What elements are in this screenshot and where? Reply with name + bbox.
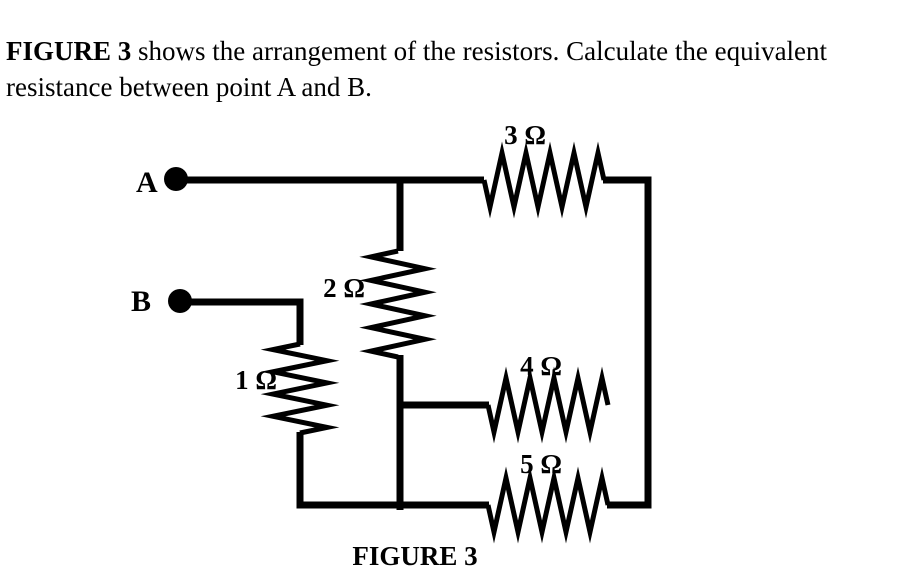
resistor-2ohm-label: 2 Ω (323, 273, 365, 303)
terminal-a-label: A (136, 166, 158, 199)
wire-right-loop (603, 176, 652, 509)
resistor-1ohm (260, 341, 340, 436)
terminal-b-label: B (131, 285, 151, 318)
wire-left-bottom (296, 432, 489, 509)
figure-caption: FIGURE 3 (352, 541, 477, 571)
resistor-5ohm (485, 466, 611, 544)
wire-b-line (180, 298, 304, 345)
resistor-4ohm (485, 366, 611, 444)
resistor-5ohm-label: 5 Ω (520, 449, 562, 479)
resistor-4ohm-label: 4 Ω (520, 351, 562, 381)
resistor-3ohm (481, 141, 607, 219)
problem-statement: FIGURE 3 shows the arrangement of the re… (6, 33, 896, 106)
problem-figure-ref: FIGURE 3 (6, 36, 132, 66)
resistor-2ohm (359, 248, 437, 360)
resistor-3ohm-label: 3 Ω (504, 120, 546, 150)
resistor-1ohm-label: 1 Ω (235, 365, 277, 395)
problem-text: shows the arrangement of the resistors. … (6, 36, 828, 103)
